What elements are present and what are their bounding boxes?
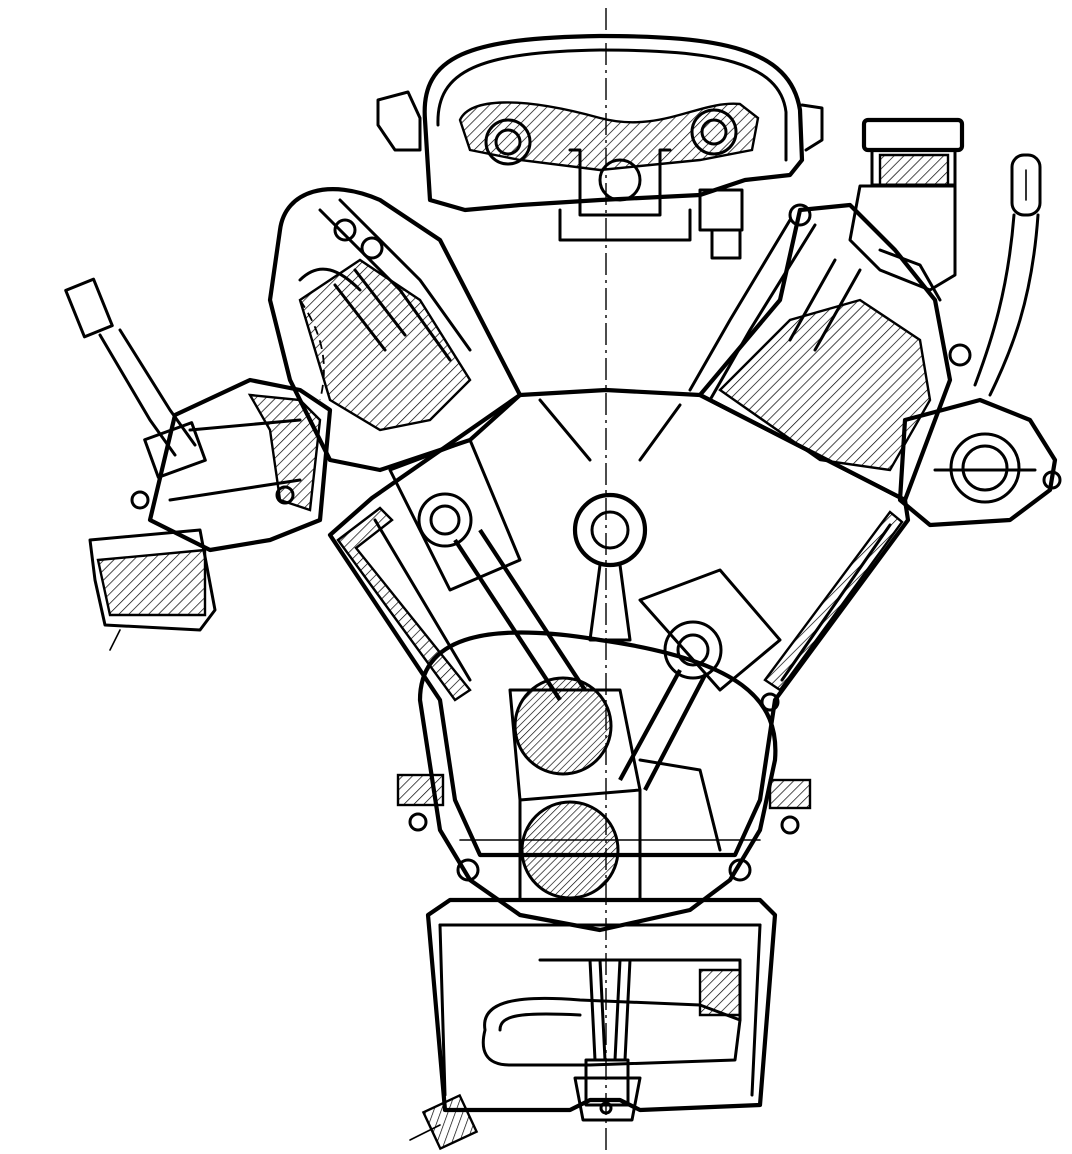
left-cylinder-head (267, 187, 523, 473)
intake-plenum (376, 33, 824, 260)
bearing-flanges (396, 692, 812, 882)
oil-pan (425, 897, 778, 1113)
right-exhaust-manifold (897, 343, 1062, 528)
drain-plug (409, 1093, 479, 1151)
crankshaft (417, 630, 778, 933)
left-exhaust-manifold (64, 277, 333, 651)
filler-cap (848, 117, 965, 292)
right-cylinder-head (688, 202, 953, 503)
left-connecting-rod (388, 438, 587, 702)
cylinder-block (327, 387, 911, 858)
dipstick-tube (973, 153, 1042, 397)
oil-pump (481, 958, 742, 1122)
right-connecting-rod (618, 568, 782, 791)
camshaft (538, 398, 682, 642)
